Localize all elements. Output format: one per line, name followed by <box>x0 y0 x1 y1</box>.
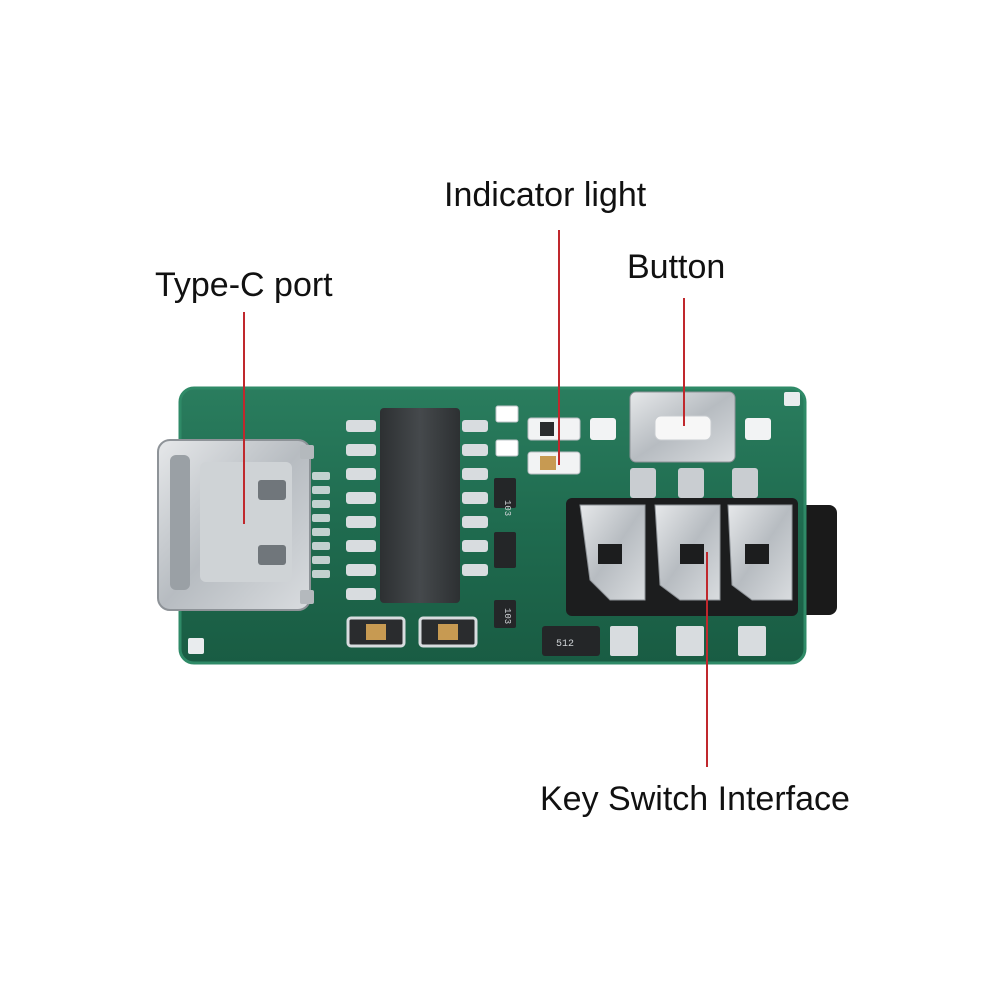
ic-chip <box>346 408 488 603</box>
type-c-port <box>157 439 314 611</box>
push-button <box>590 391 771 463</box>
indicator-light-label: Indicator light <box>444 176 647 214</box>
type-c-port-label: Type-C port <box>155 266 333 304</box>
resistor-marking-3: 512 <box>556 639 574 650</box>
indicator-leader-line <box>558 230 560 465</box>
key-switch-leader-line <box>706 552 708 767</box>
usb-pins <box>312 472 330 578</box>
corner-pads <box>188 392 800 654</box>
resistor-marking-2: 103 <box>502 608 512 624</box>
button-label: Button <box>627 248 726 286</box>
key-switch-interface <box>566 468 798 656</box>
button-leader-line <box>683 298 685 426</box>
type-c-leader-line <box>243 312 245 524</box>
key-switch-interface-label: Key Switch Interface <box>540 780 850 818</box>
resistor-marking-1: 103 <box>502 500 512 516</box>
smd-components <box>346 405 600 656</box>
indicator-light <box>527 417 581 475</box>
